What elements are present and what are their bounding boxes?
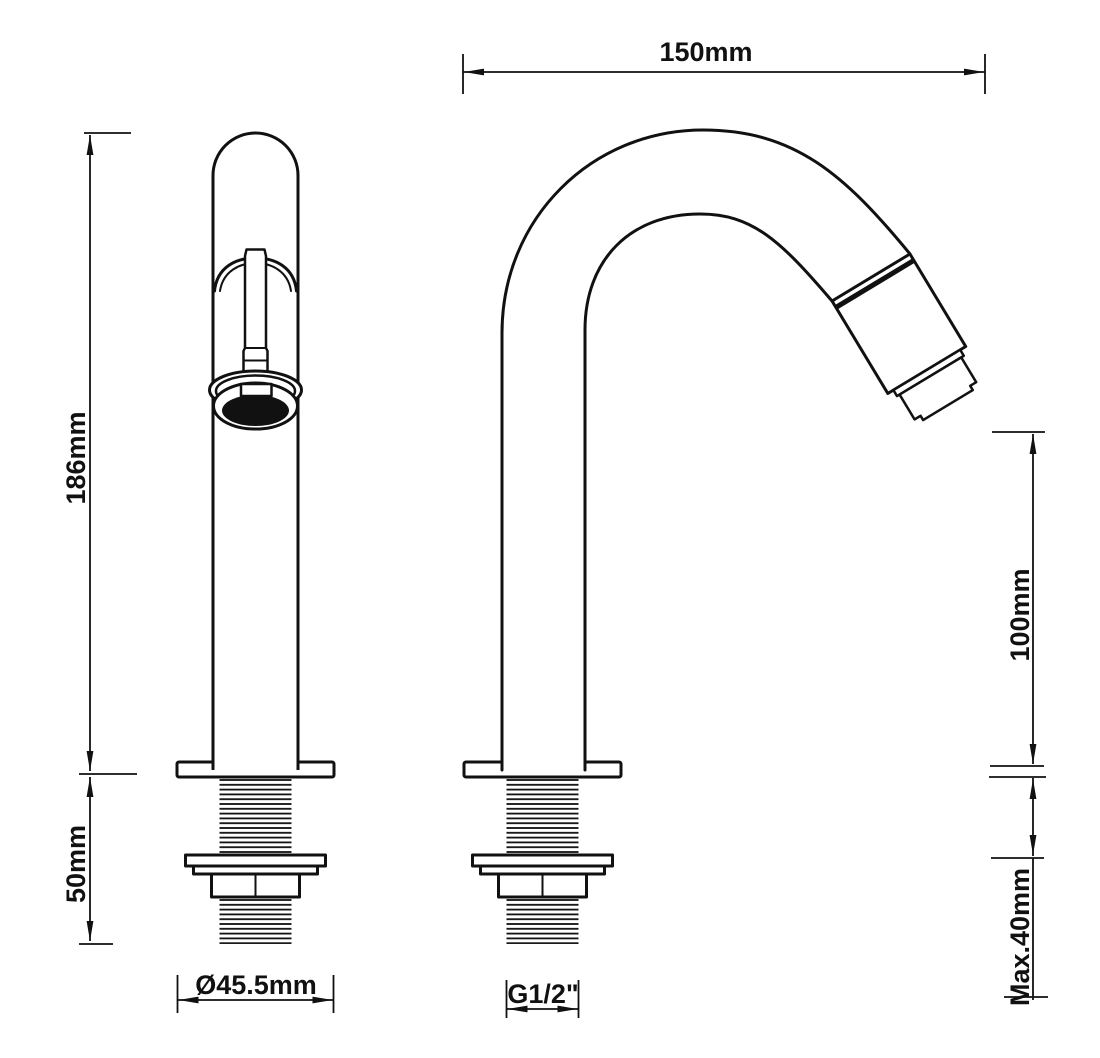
mounting-base (175, 760, 336, 946)
dimension-arrow (507, 1005, 528, 1013)
label-max-thickness: Max.40mm (1005, 868, 1035, 1006)
dimension-arrow (178, 996, 199, 1004)
spout-outlet (208, 369, 303, 431)
faucet-body (211, 131, 300, 770)
label-shank-length: 50mm (61, 825, 91, 903)
dim-thread-size: G1/2" (505, 979, 580, 1018)
mounting-base (462, 760, 623, 946)
dimension-arrow (1029, 835, 1037, 855)
aerator-notch (239, 382, 273, 398)
outlet-opening (222, 395, 289, 426)
dimension-arrow (464, 68, 484, 76)
dim-height-186: 186mm (61, 132, 137, 775)
dimension-arrow (964, 68, 984, 76)
label-thread-size: G1/2" (507, 979, 578, 1009)
dim-shank-50: 50mm (61, 777, 113, 945)
dim-max-thickness-40: Max.40mm (989, 776, 1048, 1006)
dimension-arrow (312, 996, 333, 1004)
gooseneck-outer-edge (500, 128, 912, 772)
gooseneck-inner-edge (583, 212, 834, 772)
dim-base-diameter: Ø45.5mm (176, 970, 335, 1013)
spout-seam-line (834, 258, 916, 310)
label-spout-height: 100mm (1005, 568, 1035, 661)
dimension-arrow (1029, 434, 1037, 454)
dimension-arrow (86, 921, 94, 941)
dimension-arrow (86, 777, 94, 797)
gooseneck-fill (502, 130, 910, 770)
lever-handle (242, 248, 269, 373)
dim-reach-150: 150mm (462, 37, 986, 94)
faucet-side-view (462, 128, 978, 946)
dimension-arrow (86, 135, 94, 155)
dimension-arrow (86, 751, 94, 771)
label-base-diameter: Ø45.5mm (195, 970, 317, 1000)
label-height: 186mm (61, 411, 91, 504)
aerator-nozzle (898, 356, 978, 422)
aerator-tip (830, 252, 978, 422)
dimension-arrow (1029, 779, 1037, 799)
label-reach: 150mm (659, 37, 752, 67)
faucet-front-view (175, 131, 336, 946)
dimension-arrow (1029, 744, 1037, 764)
dim-spout-height-100: 100mm (990, 431, 1045, 767)
dimension-arrow (557, 1005, 578, 1013)
